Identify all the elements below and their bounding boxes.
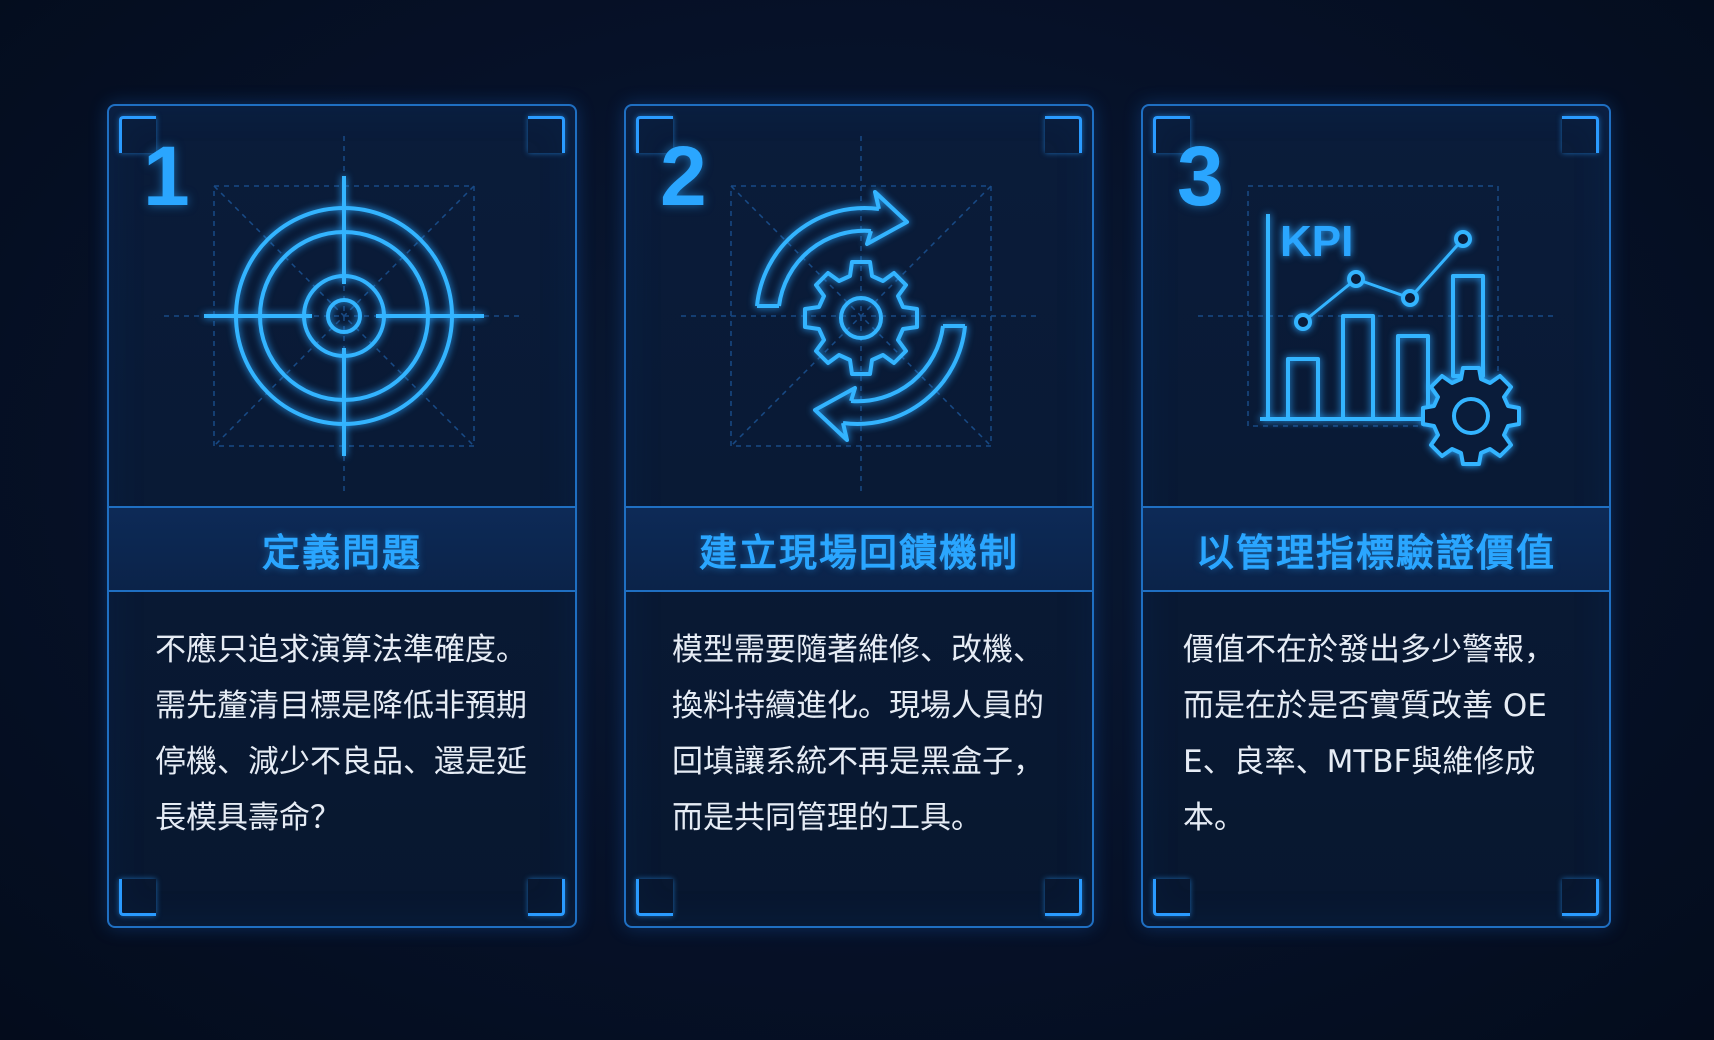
title-band: 定義問題 — [109, 506, 575, 592]
title-band: 以管理指標驗證價值 — [1143, 506, 1609, 592]
corner-bracket — [636, 116, 673, 153]
corner-bracket — [119, 116, 156, 153]
cycle-gear-icon — [681, 136, 1041, 496]
corner-bracket — [1153, 879, 1190, 916]
corner-bracket — [1045, 116, 1082, 153]
corner-bracket — [636, 879, 673, 916]
step-card-1: 1 定義問題 不應只追求演算法準確度。需先釐清目標是降低非預期停機、減少不良品、… — [107, 104, 577, 928]
kpi-chart-gear-icon: KPI — [1198, 136, 1558, 496]
corner-bracket — [1045, 879, 1082, 916]
step-card-3: KPI 3 以管理指標驗證價值 價值不在於發出多少警報，而是在於是否實質改善 O… — [1141, 104, 1611, 928]
corner-bracket — [119, 879, 156, 916]
step-card-2: 2 建立現場回饋機制 模型需要隨著維修、改機、換料持續進化。現場人員的回填讓系統… — [624, 104, 1094, 928]
step-title: 定義問題 — [261, 530, 422, 575]
step-number: 2 — [660, 129, 707, 223]
step-title: 建立現場回饋機制 — [698, 530, 1019, 575]
target-icon — [164, 136, 524, 496]
corner-bracket — [1153, 116, 1190, 153]
step-title: 以管理指標驗證價值 — [1195, 530, 1556, 575]
corner-bracket — [1562, 116, 1599, 153]
step-description: 價值不在於發出多少警報，而是在於是否實質改善 OEE、良率、MTBF與維修成本。 — [1183, 632, 1555, 836]
step-description: 模型需要隨著維修、改機、換料持續進化。現場人員的回填讓系統不再是黑盒子，而是共同… — [672, 632, 1044, 836]
kpi-label: KPI — [1280, 217, 1353, 266]
corner-bracket — [528, 116, 565, 153]
step-number: 1 — [143, 129, 190, 223]
corner-bracket — [1562, 879, 1599, 916]
step-description: 不應只追求演算法準確度。需先釐清目標是降低非預期停機、減少不良品、還是延長模具壽… — [155, 632, 527, 836]
corner-bracket — [528, 879, 565, 916]
title-band: 建立現場回饋機制 — [626, 506, 1092, 592]
step-number: 3 — [1177, 129, 1224, 223]
